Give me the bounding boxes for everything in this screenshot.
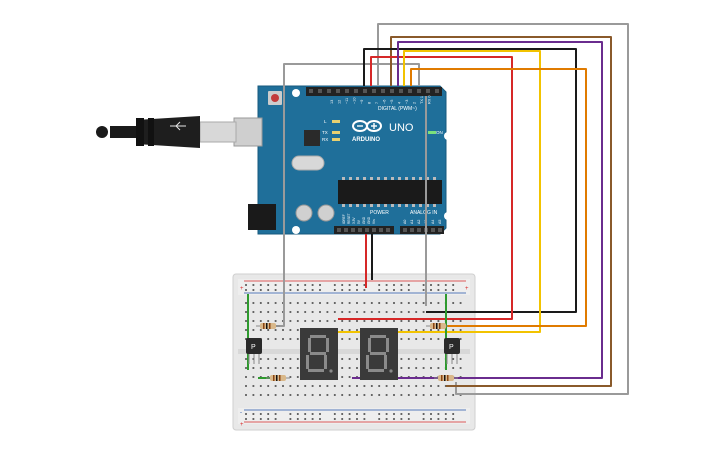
usb-port	[233, 117, 263, 147]
digital-pin-label: ~3	[405, 100, 409, 104]
rail-minus-label: -	[240, 410, 242, 416]
usb-plug-metal	[199, 121, 237, 143]
wire-red-top[interactable]	[338, 56, 513, 320]
power-header	[334, 226, 394, 234]
wire-orange[interactable]	[410, 68, 587, 327]
power-jack	[248, 204, 276, 230]
power-pin-label: 3.3V	[352, 217, 356, 224]
transistor-right[interactable]: P	[444, 338, 460, 364]
led-tx	[332, 131, 340, 134]
power-label: POWER	[370, 210, 389, 216]
transistor-left[interactable]: P	[246, 338, 262, 364]
mount-hole	[444, 132, 452, 140]
digital-label: DIGITAL (PWM~)	[378, 106, 417, 112]
power-pin-label: GND	[367, 216, 371, 224]
analog-header	[400, 226, 444, 234]
analog-label: ANALOG IN	[410, 210, 438, 216]
seven-segment-right[interactable]	[360, 328, 398, 380]
digital-pin-label: 12	[338, 100, 342, 104]
transistor-left-label: P	[251, 344, 256, 351]
digital-pin-label: 7	[375, 102, 379, 104]
analog-pin-label: A1	[410, 220, 414, 224]
led-l-label: L	[324, 119, 327, 124]
rail-plus-label: +	[240, 286, 244, 292]
power-pin-label: Vin	[372, 219, 376, 224]
led-rx-label: RX	[322, 137, 328, 142]
resistors	[256, 323, 458, 381]
analog-pin-label: A0	[403, 220, 407, 224]
resistor[interactable]	[256, 323, 280, 329]
board-model: UNO	[389, 122, 414, 134]
capacitor	[295, 204, 313, 222]
wire-black[interactable]	[363, 48, 577, 313]
mount-hole	[292, 89, 300, 97]
digital-pin-label: ~10	[353, 98, 357, 104]
usb-icon	[170, 121, 186, 131]
analog-pin-label: A4	[431, 220, 435, 224]
digital-pin-label: ~9	[360, 100, 364, 104]
led-on-label: ON	[436, 130, 443, 135]
wire-purple[interactable]	[352, 41, 603, 379]
transistor-right-label: P	[449, 344, 454, 351]
resistor[interactable]	[426, 323, 448, 329]
usb-cable[interactable]	[96, 116, 263, 148]
analog-pin-label: A5	[438, 220, 442, 224]
wire-brown[interactable]	[390, 36, 612, 387]
power-pin-label: IOREF	[342, 214, 346, 224]
digital-pin-label: RX 0	[428, 96, 432, 104]
led-on	[428, 131, 436, 134]
wire-gray-outer[interactable]	[377, 23, 629, 395]
led-rx	[332, 138, 340, 141]
wire-yellow[interactable]	[330, 50, 541, 333]
mount-hole	[444, 212, 452, 220]
atmega-chip	[338, 180, 442, 204]
wires	[247, 23, 629, 395]
analog-pin-label: A2	[417, 220, 421, 224]
led-l	[332, 120, 340, 123]
resistor[interactable]	[266, 375, 290, 381]
digital-pin-label: ~6	[383, 100, 387, 104]
power-pin-label: GND	[362, 216, 366, 224]
mount-hole	[292, 226, 300, 234]
digital-pin-label: 8	[368, 102, 372, 104]
resistor[interactable]	[434, 375, 458, 381]
led-tx-label: TX	[322, 130, 328, 135]
digital-pin-label: TX 1	[420, 96, 424, 104]
seven-segment-left[interactable]	[300, 328, 338, 380]
digital-pin-label: 2	[413, 102, 417, 104]
rail-plus-label-bottom: +	[240, 422, 244, 428]
board-brand: ARDUINO	[352, 137, 380, 143]
arduino-logo-icon	[352, 120, 382, 132]
crystal	[291, 155, 325, 171]
power-pin-label: 5V	[357, 219, 361, 224]
digital-pin-label: 4	[398, 102, 402, 104]
digital-pin-label: ~5	[390, 100, 394, 104]
capacitor	[317, 204, 335, 222]
rail-plus-label-right: +	[465, 286, 469, 292]
power-pin-label: RESET	[347, 213, 351, 224]
digital-pin-label: ~11	[345, 98, 349, 104]
usb-plug-body	[136, 116, 200, 148]
usb-chip	[304, 130, 320, 146]
breadboard[interactable]: + + - +	[232, 273, 476, 431]
digital-pin-label: 13	[330, 100, 334, 104]
reset-button-cap[interactable]	[271, 94, 279, 102]
